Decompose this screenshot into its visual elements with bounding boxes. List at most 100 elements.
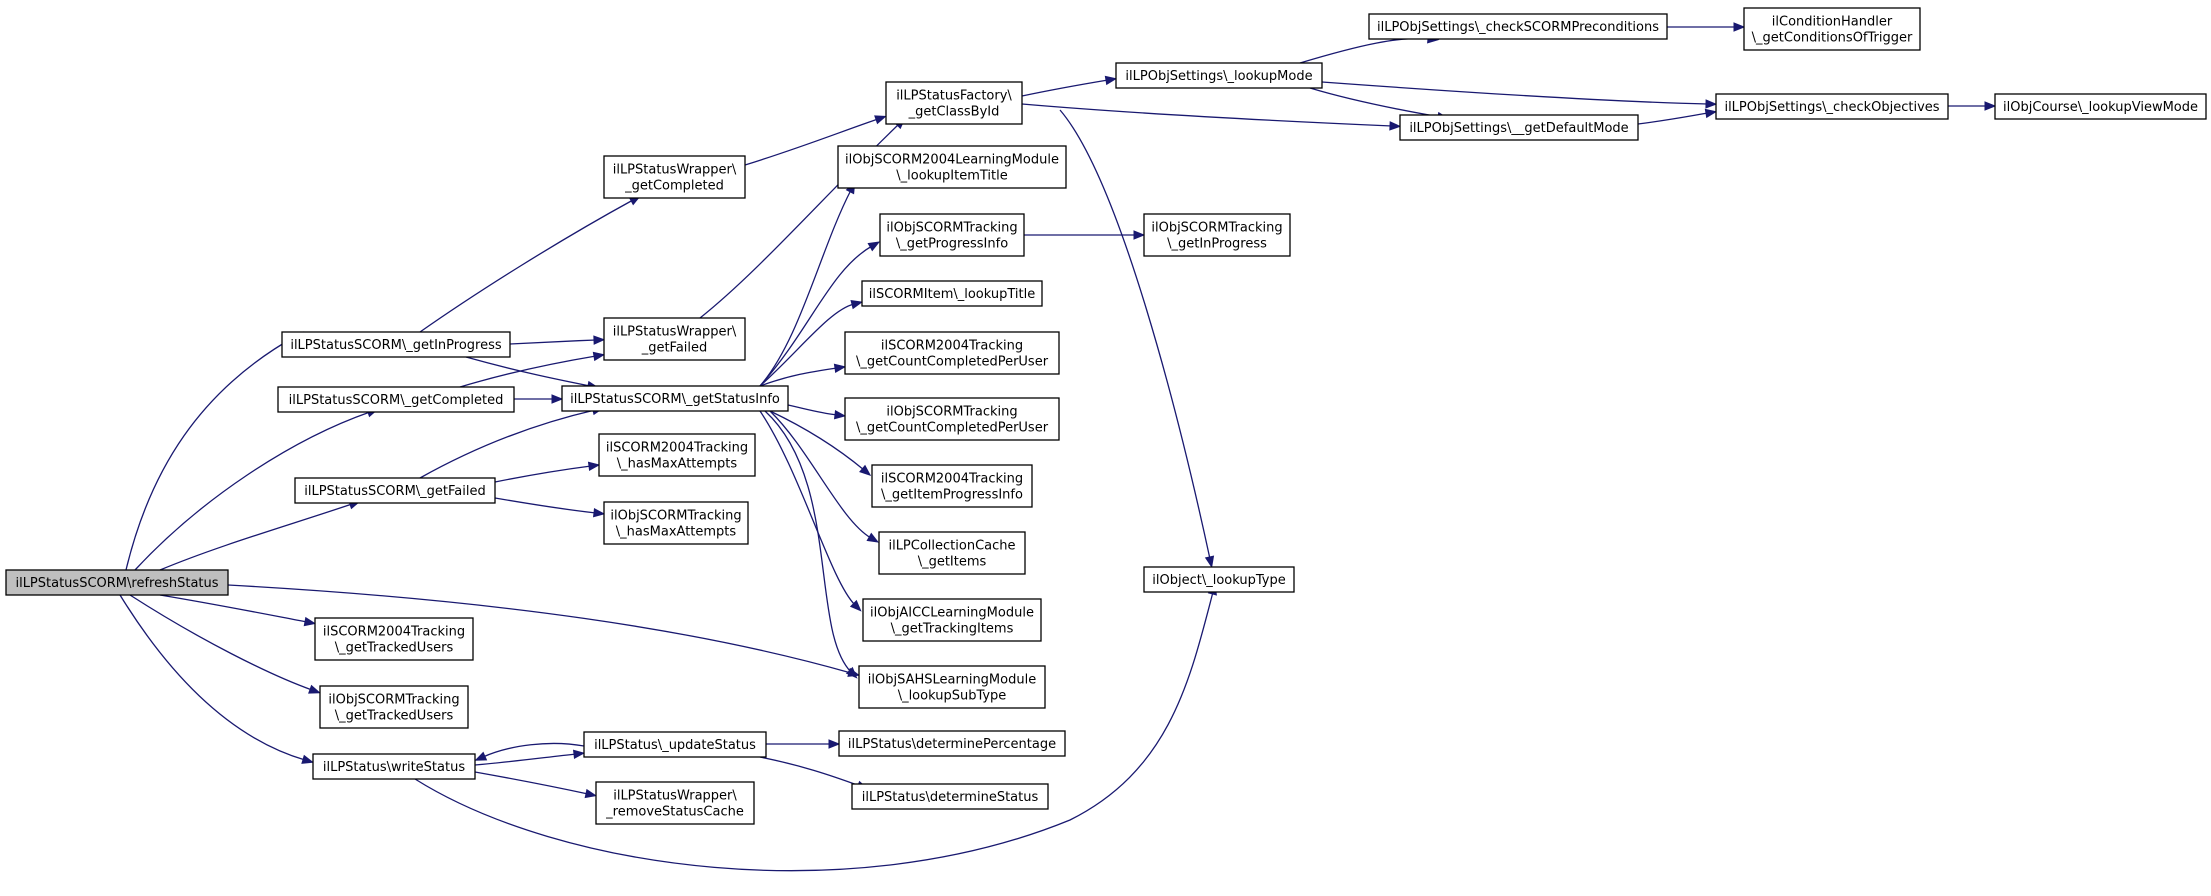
node-box — [851, 783, 1049, 810]
node-removeStatusCache[interactable]: ilLPStatusWrapper\_removeStatusCache — [595, 781, 755, 825]
node-label-line: ilLPStatus\writeStatus — [323, 760, 465, 775]
node-determineStatus[interactable]: ilLPStatus\determineStatus — [851, 783, 1049, 810]
node-box — [5, 569, 229, 596]
nodes-layer: ilLPStatusSCORM\refreshStatus ilLPStatusS… — [5, 7, 2207, 825]
node-label-line: _getClassById — [908, 105, 1000, 120]
edge-getDefaultMode-to-checkObjectives — [1637, 108, 1718, 125]
edge-writeStatus-to-objectLookupType — [414, 582, 1217, 872]
node-label-line: \_getTrackedUsers — [335, 641, 454, 656]
edge-writeStatus-to-updateStatus — [474, 749, 586, 766]
node-label-line: \_getItemProgressInfo — [881, 488, 1023, 503]
node-lookupMode[interactable]: ilLPObjSettings\_lookupMode — [1115, 62, 1323, 89]
edge-getStatusInfo-to-objScormProgressInfo — [759, 241, 881, 387]
node-box — [312, 753, 476, 780]
node-label-line: _removeStatusCache — [605, 805, 744, 820]
node-conditionsOfTrigger[interactable]: ilConditionHandler\_getConditionsOfTrigg… — [1743, 7, 1921, 51]
node-box — [844, 331, 1060, 375]
node-getCompletedSCORM[interactable]: ilLPStatusSCORM\_getCompleted — [277, 386, 515, 413]
node-label-line: \_getCountCompletedPerUser — [856, 355, 1049, 370]
node-determinePercentage[interactable]: ilLPStatus\determinePercentage — [838, 730, 1066, 757]
node-label-line: ilObjSCORMTracking — [886, 405, 1017, 420]
edge-getFailedSCORM-to-getStatusInfo — [419, 405, 605, 479]
edge-writeStatus-to-removeStatusCache — [474, 771, 598, 799]
node-objScormCountCompleted[interactable]: ilObjSCORMTracking\_getCountCompletedPer… — [844, 397, 1060, 441]
edge-updateStatus-to-writeStatus — [474, 742, 585, 761]
node-box — [603, 317, 746, 361]
node-scormItemLookupTitle[interactable]: ilSCORMItem\_lookupTitle — [861, 280, 1043, 307]
node-box — [595, 781, 755, 825]
edge-getFailedSCORM-to-s2004HasMax — [494, 461, 601, 483]
node-label-line: ilLPStatusSCORM\_getStatusInfo — [570, 392, 780, 407]
node-label-line: ilObjSCORM2004LearningModule — [845, 153, 1059, 168]
node-label-line: \_getCountCompletedPerUser — [856, 421, 1049, 436]
node-label-line: ilLPStatusSCORM\refreshStatus — [15, 576, 218, 591]
node-courseLookupViewMode[interactable]: ilObjCourse\_lookupViewMode — [1994, 93, 2207, 120]
edge-refreshStatus-to-s2004TrackedUsers — [159, 594, 317, 627]
node-label-line: ilSCORMItem\_lookupTitle — [869, 287, 1036, 302]
node-wrapperCompleted[interactable]: ilLPStatusWrapper\_getCompleted — [603, 155, 746, 199]
node-getFailedSCORM[interactable]: ilLPStatusSCORM\_getFailed — [294, 477, 496, 504]
node-label-line: ilObjAICCLearningModule — [870, 606, 1034, 621]
node-label-line: \_getConditionsOfTrigger — [1752, 31, 1913, 46]
node-label-line: ilSCORM2004Tracking — [323, 625, 465, 640]
node-box — [858, 665, 1046, 709]
node-label-line: \_lookupSubType — [898, 689, 1007, 704]
node-factoryGetClassById[interactable]: ilLPStatusFactory\_getClassById — [885, 81, 1023, 125]
node-aiccTrackingItems[interactable]: ilObjAICCLearningModule\_getTrackingItem… — [862, 598, 1042, 642]
node-s2004LMLookupTitle[interactable]: ilObjSCORM2004LearningModule\_lookupItem… — [837, 145, 1067, 189]
node-writeStatus[interactable]: ilLPStatus\writeStatus — [312, 753, 476, 780]
edge-getStatusInfo-to-collectionGetItems — [769, 410, 880, 543]
edge-getStatusInfo-to-sahsLookupSubType — [764, 410, 858, 679]
edge-getCompletedSCORM-to-getStatusInfo — [513, 394, 564, 404]
node-label-line: ilLPObjSettings\_lookupMode — [1125, 69, 1312, 84]
node-label-line: ilObjSCORMTracking — [1151, 221, 1282, 236]
node-checkObjectives[interactable]: ilLPObjSettings\_checkObjectives — [1715, 93, 1949, 120]
edge-lookupMode-to-checkObjectives — [1321, 81, 1718, 109]
node-refreshStatus[interactable]: ilLPStatusSCORM\refreshStatus — [5, 569, 229, 596]
node-box — [277, 386, 515, 413]
node-box — [1143, 566, 1295, 593]
node-label-line: ilLPObjSettings\__getDefaultMode — [1409, 121, 1628, 136]
edge-checkScormPre-to-conditionsOfTrigger — [1667, 22, 1746, 32]
node-label-line: ilObjSCORMTracking — [328, 693, 459, 708]
node-label-line: \_lookupItemTitle — [896, 169, 1007, 184]
node-box — [1143, 213, 1291, 257]
node-s2004HasMax[interactable]: ilSCORM2004Tracking\_hasMaxAttempts — [598, 433, 756, 477]
node-box — [879, 213, 1025, 257]
node-box — [862, 598, 1042, 642]
node-label-line: ilSCORM2004Tracking — [606, 441, 748, 456]
node-objScormInProgress[interactable]: ilObjSCORMTracking\_getInProgress — [1143, 213, 1291, 257]
node-checkScormPre[interactable]: ilLPObjSettings\_checkSCORMPreconditions — [1368, 13, 1668, 40]
node-label-line: ilLPObjSettings\_checkObjectives — [1724, 100, 1939, 115]
node-label-line: ilObjCourse\_lookupViewMode — [2003, 100, 2198, 115]
node-getStatusInfo[interactable]: ilLPStatusSCORM\_getStatusInfo — [561, 385, 789, 412]
node-box — [1399, 114, 1639, 141]
node-getInProgress[interactable]: ilLPStatusSCORM\_getInProgress — [281, 331, 511, 358]
node-updateStatus[interactable]: ilLPStatus\_updateStatus — [583, 731, 767, 758]
node-s2004ItemProgress[interactable]: ilSCORM2004Tracking\_getItemProgressInfo — [871, 464, 1033, 508]
node-objScormProgressInfo[interactable]: ilObjSCORMTracking\_getProgressInfo — [879, 213, 1025, 257]
node-objScormHasMax[interactable]: ilObjSCORMTracking\_hasMaxAttempts — [603, 501, 749, 545]
edge-getStatusInfo-to-aiccTrackingItems — [759, 410, 862, 612]
node-s2004CountCompleted[interactable]: ilSCORM2004Tracking\_getCountCompletedPe… — [844, 331, 1060, 375]
node-label-line: ilLPStatus\determinePercentage — [848, 737, 1056, 752]
node-s2004TrackedUsers[interactable]: ilSCORM2004Tracking\_getTrackedUsers — [314, 617, 474, 661]
node-wrapperFailed[interactable]: ilLPStatusWrapper\_getFailed — [603, 317, 746, 361]
node-getDefaultMode[interactable]: ilLPObjSettings\__getDefaultMode — [1399, 114, 1639, 141]
edge-getStatusInfo-to-s2004ItemProgress — [769, 410, 872, 476]
node-label-line: ilLPCollectionCache — [888, 539, 1015, 554]
node-objectLookupType[interactable]: ilObject\_lookupType — [1143, 566, 1295, 593]
node-label-line: _getCompleted — [624, 179, 724, 194]
node-objScormTrackedUsers[interactable]: ilObjSCORMTracking\_getTrackedUsers — [319, 685, 469, 729]
node-box — [598, 433, 756, 477]
node-label-line: \_getInProgress — [1167, 237, 1267, 252]
node-collectionGetItems[interactable]: ilLPCollectionCache\_getItems — [878, 531, 1026, 575]
edge-refreshStatus-to-getInProgress — [125, 331, 305, 571]
node-box — [294, 477, 496, 504]
node-label-line: ilLPStatusSCORM\_getInProgress — [290, 338, 502, 353]
edge-getStatusInfo-to-scormItemLookupTitle — [759, 300, 864, 387]
node-sahsLookupSubType[interactable]: ilObjSAHSLearningModule\_lookupSubType — [858, 665, 1046, 709]
node-box — [319, 685, 469, 729]
node-label-line: ilLPStatusSCORM\_getFailed — [304, 484, 486, 499]
